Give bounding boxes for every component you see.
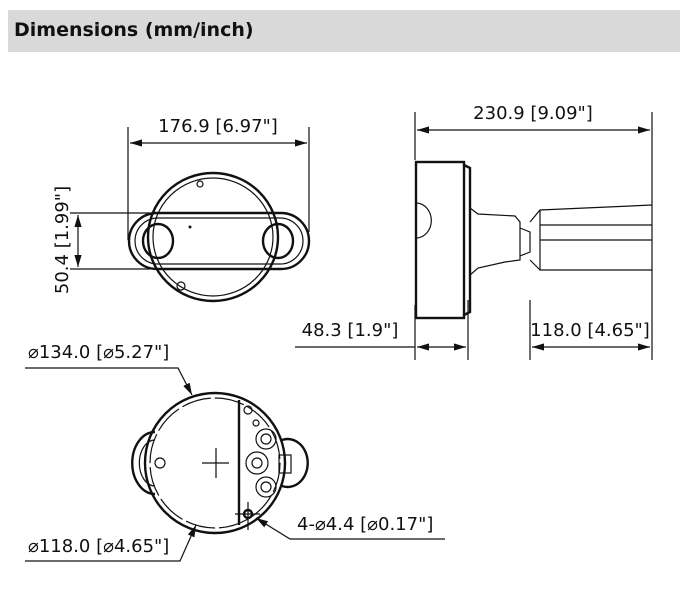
holes-label: 4-⌀4.4 [⌀0.17"] xyxy=(297,514,433,535)
side-view: 230.9 [9.09"] 48.3 [1.9"] 118.0 [4.65"] xyxy=(295,103,653,360)
camera-length-label: 118.0 [4.65"] xyxy=(530,320,650,341)
front-view: 176.9 [6.97"] 50.4 [1.99"] xyxy=(52,116,311,303)
section-header: Dimensions (mm/inch) xyxy=(8,10,680,52)
front-height-label: 50.4 [1.99"] xyxy=(52,186,73,294)
section-title: Dimensions (mm/inch) xyxy=(14,19,254,41)
bottom-view: ⌀134.0 [⌀5.27"] ⌀118.0 [⌀4.65"] 4-⌀4.4 [… xyxy=(25,342,445,562)
inner-diameter-label: ⌀118.0 [⌀4.65"] xyxy=(28,536,169,557)
side-length-label: 230.9 [9.09"] xyxy=(473,103,593,124)
outer-diameter-label: ⌀134.0 [⌀5.27"] xyxy=(28,342,169,363)
front-width-label: 176.9 [6.97"] xyxy=(158,116,278,137)
box-depth-label: 48.3 [1.9"] xyxy=(302,320,399,341)
